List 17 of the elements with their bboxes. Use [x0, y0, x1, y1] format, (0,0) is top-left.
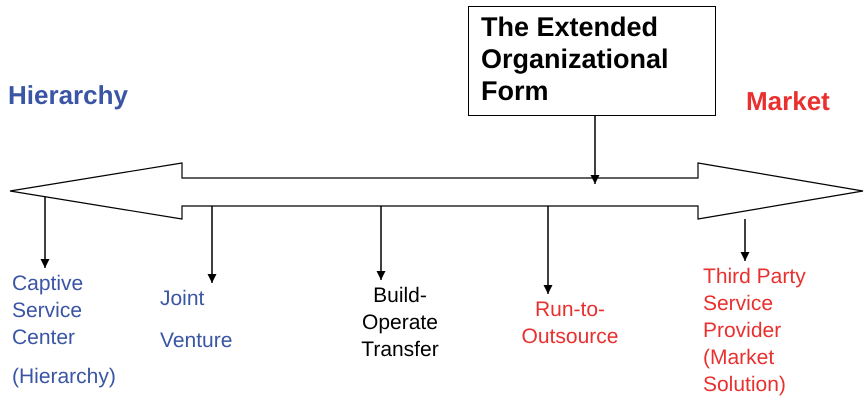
arrow	[590, 116, 600, 184]
axis-end-label: Market	[746, 86, 830, 117]
arrow	[40, 196, 50, 268]
category-label: Run-to- Outsource	[520, 297, 620, 350]
arrow	[208, 206, 216, 283]
arrow	[740, 219, 750, 261]
axis-end-label: Hierarchy	[8, 80, 128, 111]
category-label: Joint	[160, 286, 206, 312]
category-label: Build- Operate Transfer	[360, 283, 440, 363]
category-label: (Hierarchy)	[12, 364, 117, 390]
title-text: The Extended Organizational Form	[481, 11, 670, 107]
category-label: Third Party Service Provider (Market Solution)	[703, 264, 807, 398]
arrow	[544, 206, 552, 294]
category-label: Captive Service Center	[12, 271, 84, 351]
title-box	[468, 6, 716, 116]
category-label: Venture	[160, 328, 234, 354]
arrow	[376, 206, 386, 280]
